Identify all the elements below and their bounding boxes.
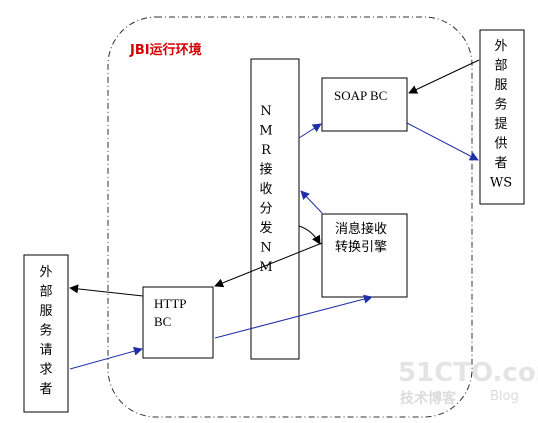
http-bc-label-line2: BC [154, 314, 171, 329]
arrow-http-to-requester [69, 284, 144, 297]
arrow-requester-to-http [69, 346, 143, 370]
soap-bc-label: SOAP BC [334, 88, 387, 103]
engine-label-line1: 消息接收 [335, 221, 387, 237]
environment-title: JBI运行环境 [129, 42, 202, 58]
provider-label-char: 提 [494, 116, 507, 132]
provider-label-char: 供 [494, 137, 507, 152]
requester-label-char: 部 [39, 285, 52, 300]
requester-label-char: 服 [39, 304, 52, 319]
http-bc-label-line1: HTTP [154, 296, 187, 311]
nmr-box [250, 58, 300, 360]
provider-label-char: 服 [494, 78, 507, 93]
nmr-label-char: 分 [259, 202, 272, 217]
engine-box [321, 213, 408, 298]
soap-bc-box [321, 77, 408, 132]
provider-label-char: 外 [494, 39, 507, 54]
nmr-label-char: N [260, 241, 271, 256]
arrow-engine-to-nmr [300, 190, 323, 214]
requester-box [23, 254, 69, 413]
requester-label-char: 务 [39, 323, 52, 339]
nmr-label-char: M [259, 124, 272, 139]
watermark-subtitle: 技术博客 [400, 390, 457, 407]
requester-label-char: 请 [39, 343, 52, 358]
provider-label-char: 务 [494, 97, 507, 113]
watermark: 51CTO.com 技术博客 Blog [398, 358, 538, 407]
provider-box [479, 29, 525, 205]
nmr-label-char: 收 [259, 182, 272, 197]
arrow-provider-to-soap [408, 59, 480, 94]
provider-label-char: 部 [494, 59, 507, 74]
provider-label-char: 者 [494, 156, 507, 171]
watermark-blog: Blog [490, 389, 519, 404]
nmr-label-char: 发 [259, 220, 272, 236]
nmr-label-char: R [261, 143, 272, 158]
watermark-brand: 51CTO.com [398, 358, 538, 388]
jbi-environment-boundary [107, 16, 473, 418]
engine-label-line2: 转换引擎 [335, 240, 387, 255]
http-bc-box [142, 286, 214, 359]
arrow-nmr-to-soap [298, 123, 322, 139]
requester-label-char: 外 [39, 265, 52, 280]
nmr-label-char: 接 [259, 162, 272, 178]
arrow-soap-to-provider [406, 122, 479, 161]
requester-label-char: 求 [39, 363, 52, 378]
arrow-http-to-engine [214, 294, 373, 339]
arrow-engine-to-http [214, 242, 323, 288]
nmr-label-char: N [260, 104, 271, 119]
provider-label-char: WS [490, 176, 512, 191]
arrow-nmr-to-engine [298, 225, 321, 245]
requester-label-char: 者 [39, 382, 52, 397]
